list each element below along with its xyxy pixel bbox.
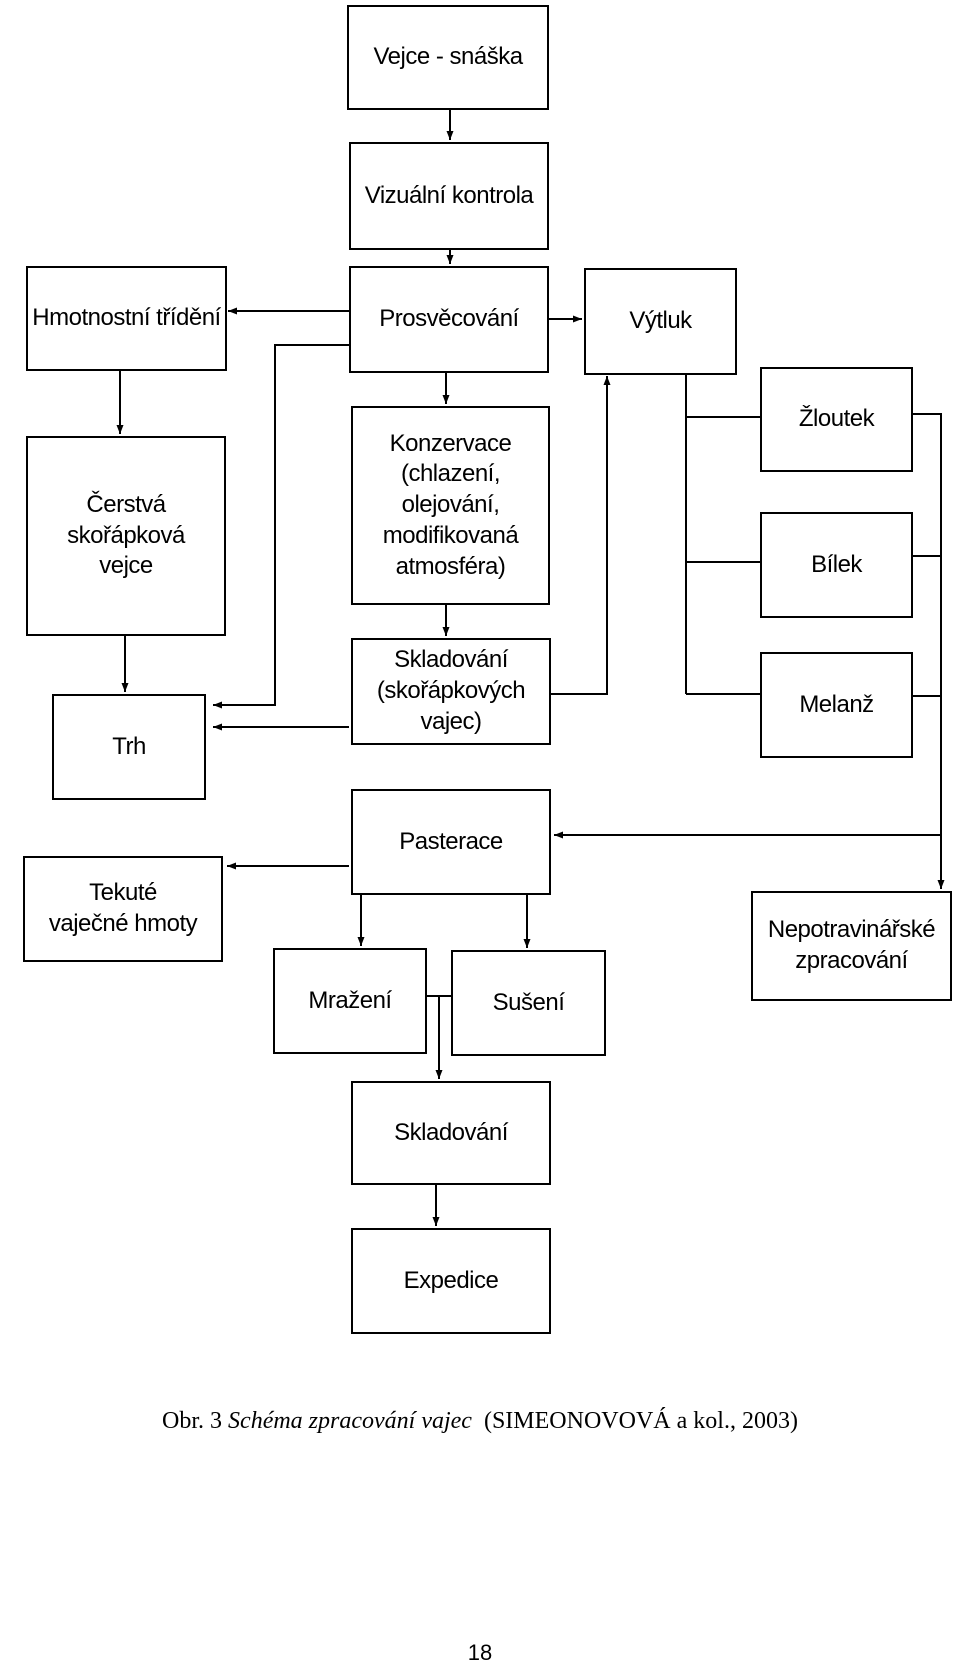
line-vytluk-to-products [685,375,760,695]
box-trh: Trh [52,694,206,800]
box-konzervace: Konzervace (chlazení, olejování, modifik… [351,406,550,605]
box-suseni: Sušení [451,950,606,1056]
box-tekute-vajecne-hmoty: Tekuté vaječné hmoty [23,856,223,962]
box-skladovani: Skladování [351,1081,551,1185]
box-melanz: Melanž [760,652,913,758]
box-vytluk: Výtluk [584,268,737,375]
box-mrazeni: Mražení [273,948,427,1054]
box-zloutek: Žloutek [760,367,913,472]
box-expedice: Expedice [351,1228,551,1334]
caption-source: (SIMEONOVOVÁ a kol., 2003) [471,1408,798,1434]
box-skladovani-skorapkovych-vajec: Skladování (skořápkových vajec) [351,638,551,745]
line-products-collector [913,413,942,835]
page-number: 18 [467,1640,493,1665]
box-vejce-snaska: Vejce - snáška [347,5,549,110]
caption-title: Schéma zpracování vajec [228,1408,472,1434]
box-prosvecovani: Prosvěcování [349,266,549,373]
box-nepotravinarske-zpracovani: Nepotravinářské zpracování [751,891,952,1001]
arrow-prosvecovani-to-trh [213,344,349,709]
box-hmotnostni-trideni: Hmotnostní třídění [26,266,227,371]
egg-processing-flowchart: Vejce - snáška Vizuální kontrola Hmotnos… [23,5,952,1334]
figure-caption: Obr. 3 Schéma zpracování vajec (SIMEONOV… [0,1408,960,1435]
caption-prefix: Obr. 3 [162,1408,229,1434]
box-cerstva-skorapkova-vejce: Čerstvá skořápková vejce [26,436,226,636]
arrow-skladovani-to-vytluk [551,376,611,695]
box-vizualni-kontrola: Vizuální kontrola [349,142,549,250]
box-pasterace: Pasterace [351,789,551,895]
box-bilek: Bílek [760,512,913,618]
flowchart-connectors [116,110,945,1226]
